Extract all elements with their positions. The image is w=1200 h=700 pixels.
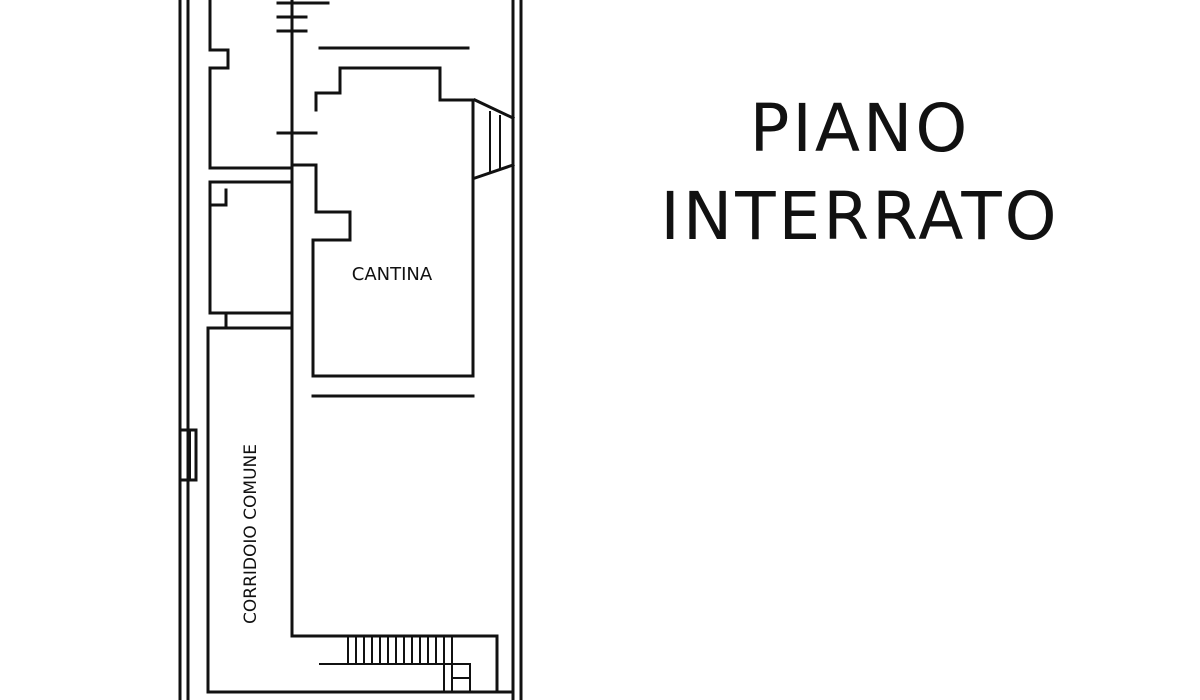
central-wall: [276, 0, 330, 638]
corridor-walls: [206, 326, 515, 694]
plan-title-line-2: INTERRATO: [660, 178, 1060, 255]
cantina-room: [311, 46, 475, 398]
upper-left-chamber: [208, 0, 294, 330]
room-label-cantina: CANTINA: [352, 264, 433, 285]
room-label-corridoio: CORRIDOIO COMUNE: [241, 444, 261, 624]
outer-wall-right: [511, 0, 523, 700]
staircase: [319, 635, 471, 693]
plan-title-line-1: PIANO: [749, 90, 971, 167]
window-right: [473, 98, 515, 180]
outer-wall-left: [178, 0, 190, 700]
window-left: [180, 428, 198, 482]
